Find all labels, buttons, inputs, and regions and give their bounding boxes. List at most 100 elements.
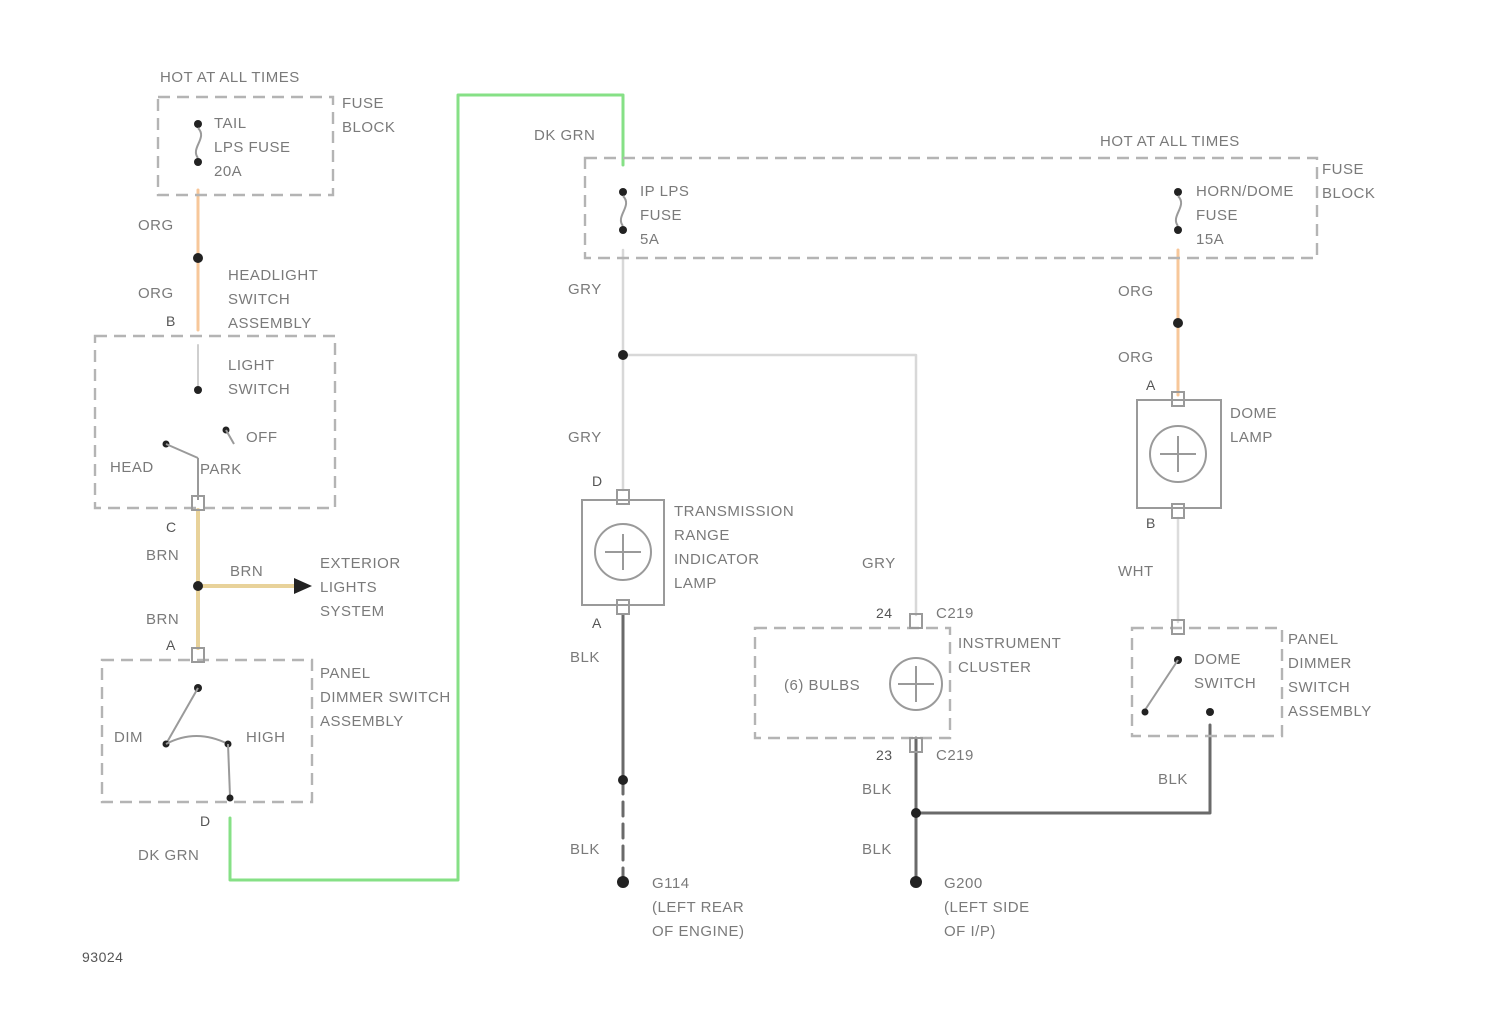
label-horn-fuse-1: HORN/DOME — [1196, 183, 1294, 200]
pin-d-trans: D — [592, 473, 603, 489]
light-switch-symbol — [163, 386, 235, 510]
label-dome-lamp-1: DOME — [1230, 405, 1277, 422]
ip-lps-fuse-symbol — [619, 188, 627, 234]
label-exterior-3: SYSTEM — [320, 603, 385, 620]
label-trans-3: INDICATOR — [674, 551, 760, 568]
label-tail-fuse-1: TAIL — [214, 115, 247, 132]
label-tail-fuse-3: 20A — [214, 163, 242, 180]
label-panel-dimmer-r-3: SWITCH — [1288, 679, 1350, 696]
label-trans-2: RANGE — [674, 527, 730, 544]
label-panel-dimmer-3: ASSEMBLY — [320, 713, 404, 730]
label-headlight-2: SWITCH — [228, 291, 290, 308]
label-light-switch-1: LIGHT — [228, 357, 275, 374]
label-hot-right: HOT AT ALL TIMES — [1100, 133, 1240, 150]
panel-dimmer-left-symbol — [163, 648, 234, 802]
label-blk-3: BLK — [862, 781, 892, 798]
transmission-lamp-symbol — [582, 490, 664, 614]
splice-blk-cluster — [911, 808, 921, 818]
figure-id: 93024 — [82, 949, 123, 965]
label-wht: WHT — [1118, 563, 1154, 580]
ground-g200 — [910, 876, 922, 888]
label-fuse-block-left-2: BLOCK — [342, 119, 395, 136]
label-g200-1: G200 — [944, 875, 983, 892]
label-bulbs: (6) BULBS — [784, 677, 860, 694]
pin-b-headlight: B — [166, 313, 176, 329]
label-dk-grn-top: DK GRN — [534, 127, 595, 144]
label-hot-left: HOT AT ALL TIMES — [160, 69, 300, 86]
label-gry-2: GRY — [568, 429, 602, 446]
label-brn-3: BRN — [146, 611, 179, 628]
label-dk-grn-bottom: DK GRN — [138, 847, 199, 864]
label-horn-fuse-3: 15A — [1196, 231, 1224, 248]
label-trans-1: TRANSMISSION — [674, 503, 794, 520]
label-org-2: ORG — [138, 285, 174, 302]
label-fuse-block-left-1: FUSE — [342, 95, 384, 112]
pin-a-dome: A — [1146, 377, 1156, 393]
label-g114-3: OF ENGINE) — [652, 923, 745, 940]
label-panel-dimmer-r-2: DIMMER — [1288, 655, 1352, 672]
wire-dk-grn — [230, 95, 623, 880]
label-blk-1: BLK — [570, 649, 600, 666]
label-fuse-block-right-2: BLOCK — [1322, 185, 1375, 202]
label-g200-2: (LEFT SIDE — [944, 899, 1030, 916]
splice-org-right — [1173, 318, 1183, 328]
label-blk-2: BLK — [570, 841, 600, 858]
label-headlight-1: HEADLIGHT — [228, 267, 318, 284]
label-dim: DIM — [114, 729, 143, 746]
label-headlight-3: ASSEMBLY — [228, 315, 312, 332]
label-high: HIGH — [246, 729, 286, 746]
label-head: HEAD — [110, 459, 154, 476]
light-switch-box — [95, 336, 335, 508]
label-dome-switch-1: DOME — [1194, 651, 1241, 668]
label-gry-1: GRY — [568, 281, 602, 298]
label-brn-2: BRN — [230, 563, 263, 580]
label-org-1: ORG — [138, 217, 174, 234]
splice-blk-middle — [618, 775, 628, 785]
horn-dome-fuse-symbol — [1174, 188, 1182, 234]
label-cluster-1: INSTRUMENT — [958, 635, 1061, 652]
splice-brn — [193, 581, 203, 591]
pin-24: 24 — [876, 605, 893, 621]
cluster-bulb-symbol — [890, 614, 942, 752]
label-fuse-block-right-1: FUSE — [1322, 161, 1364, 178]
label-cluster-2: CLUSTER — [958, 659, 1032, 676]
label-tail-fuse-2: LPS FUSE — [214, 139, 291, 156]
splice-gry — [618, 350, 628, 360]
wire-gry-to-cluster — [623, 355, 916, 615]
label-ip-lps-2: FUSE — [640, 207, 682, 224]
label-ip-lps-1: IP LPS — [640, 183, 689, 200]
label-org-3: ORG — [1118, 283, 1154, 300]
pin-23: 23 — [876, 747, 893, 763]
label-park: PARK — [200, 461, 242, 478]
label-panel-dimmer-1: PANEL — [320, 665, 371, 682]
label-panel-dimmer-2: DIMMER SWITCH — [320, 689, 451, 706]
tail-fuse-symbol — [194, 120, 202, 166]
pin-a-trans: A — [592, 615, 602, 631]
dome-switch-symbol — [1142, 620, 1215, 716]
pin-d: D — [200, 813, 211, 829]
label-org-4: ORG — [1118, 349, 1154, 366]
label-c219-top: C219 — [936, 605, 974, 622]
label-dome-lamp-2: LAMP — [1230, 429, 1273, 446]
label-trans-4: LAMP — [674, 575, 717, 592]
label-blk-4: BLK — [862, 841, 892, 858]
dome-lamp-symbol — [1137, 392, 1221, 518]
label-blk-5: BLK — [1158, 771, 1188, 788]
label-panel-dimmer-r-1: PANEL — [1288, 631, 1339, 648]
label-light-switch-2: SWITCH — [228, 381, 290, 398]
label-g200-3: OF I/P) — [944, 923, 996, 940]
pin-b-dome: B — [1146, 515, 1156, 531]
label-gry-3: GRY — [862, 555, 896, 572]
label-c219-bottom: C219 — [936, 747, 974, 764]
label-exterior-1: EXTERIOR — [320, 555, 401, 572]
label-exterior-2: LIGHTS — [320, 579, 377, 596]
label-horn-fuse-2: FUSE — [1196, 207, 1238, 224]
label-ip-lps-3: 5A — [640, 231, 659, 248]
exterior-lights-arrow — [294, 578, 312, 594]
wire-blk-dome-switch — [916, 725, 1210, 813]
label-brn-1: BRN — [146, 547, 179, 564]
label-g114-1: G114 — [652, 875, 690, 892]
ground-g114 — [617, 876, 629, 888]
